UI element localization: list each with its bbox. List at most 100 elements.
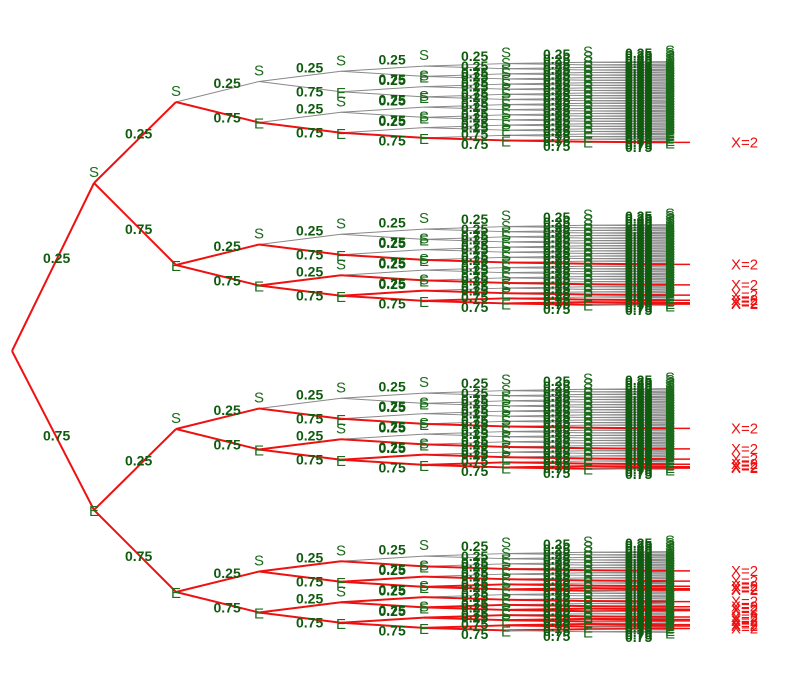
branch-probability-label: 0.25 <box>543 582 570 598</box>
node-label-failure: E <box>665 564 675 581</box>
branch-probability-label: 0.25 <box>543 214 570 230</box>
branch-probability-label: 0.25 <box>543 383 570 399</box>
branch-probability-label: 0.25 <box>543 445 570 461</box>
node-label-failure: E <box>583 620 593 637</box>
branch-probability-label: 0.25 <box>461 447 488 463</box>
tree-edge <box>587 457 671 461</box>
node-label-success: S <box>583 447 593 464</box>
tree-edge <box>505 573 589 576</box>
node-label-failure: E <box>665 79 675 96</box>
branch-probability-label: 0.75 <box>625 294 652 310</box>
leaf-outcome-label: X=2 <box>731 456 758 473</box>
tree-edge <box>587 595 671 597</box>
branch-probability-label: 0.25 <box>461 548 488 564</box>
branch-probability-label: 0.75 <box>625 98 652 114</box>
tree-edge <box>587 460 671 463</box>
branch-probability-label: 0.75 <box>379 71 406 87</box>
tree-edge <box>587 409 671 411</box>
node-label-success: S <box>665 280 675 297</box>
tree-edge <box>423 114 507 118</box>
tree-edge <box>423 63 507 67</box>
branch-probability-label: 0.25 <box>543 378 570 394</box>
tree-edge <box>587 628 671 631</box>
node-label-success: S <box>665 592 675 609</box>
node-label-success: S <box>665 444 675 461</box>
tree-edge <box>423 392 507 397</box>
tree-edge <box>505 614 589 618</box>
branch-probability-label: 0.75 <box>625 78 652 94</box>
tree-edge <box>423 246 507 251</box>
branch-probability-label: 0.75 <box>625 461 652 477</box>
node-label-failure: E <box>665 426 675 443</box>
tree-edge <box>505 231 589 234</box>
branch-probability-label: 0.25 <box>379 276 406 292</box>
leaf-outcome-label: X=2 <box>731 609 758 626</box>
tree-edge <box>587 426 671 430</box>
tree-edge <box>423 585 507 591</box>
node-label-failure: E <box>665 602 675 619</box>
branch-probability-label: 0.75 <box>543 404 570 420</box>
node-label-success: S <box>665 612 675 629</box>
node-label-success: S <box>665 275 675 292</box>
branch-probability-label: 0.25 <box>625 421 652 437</box>
leaf-outcome-label: X=2 <box>731 441 758 458</box>
node-label-failure: E <box>583 226 593 243</box>
node-label-success: S <box>665 221 675 238</box>
branch-probability-label: 0.25 <box>625 602 652 618</box>
node-label-failure: E <box>419 621 429 638</box>
tree-edge <box>423 575 507 581</box>
tree-edge <box>423 93 507 98</box>
tree-edge <box>340 269 425 276</box>
branch-probability-label: 0.75 <box>543 270 570 286</box>
tree-edge <box>423 83 507 88</box>
node-label-success: S <box>583 370 593 387</box>
tree-edge <box>505 78 589 81</box>
tree-edge <box>258 448 342 461</box>
node-label-success: S <box>665 372 675 389</box>
tree-edge <box>423 96 507 100</box>
node-label-failure: E <box>665 584 675 601</box>
branch-probability-label: 0.75 <box>625 621 652 637</box>
branch-probability-label: 0.25 <box>543 61 570 77</box>
node-label-success: S <box>583 595 593 612</box>
branch-probability-label: 0.75 <box>543 388 570 404</box>
node-label-success: S <box>665 257 675 274</box>
node-label-failure: E <box>665 579 675 596</box>
node-label-failure: E <box>665 135 675 152</box>
node-label-failure: E <box>336 412 346 429</box>
node-label-success: S <box>583 222 593 239</box>
branch-probability-label: 0.25 <box>543 102 570 118</box>
node-label-success: S <box>583 559 593 576</box>
node-label-failure: E <box>665 291 675 308</box>
branch-probability-label: 0.25 <box>625 400 652 416</box>
branch-probability-label: 0.75 <box>625 261 652 277</box>
node-label-failure: E <box>419 90 429 107</box>
tree-edge <box>505 287 589 290</box>
branch-probability-label: 0.25 <box>543 235 570 251</box>
leaf-outcome-label: X=2 <box>731 287 758 304</box>
branch-probability-label: 0.25 <box>625 277 652 293</box>
branch-probability-label: 0.25 <box>625 86 652 102</box>
branch-probability-label: 0.75 <box>625 106 652 122</box>
tree-edge <box>587 613 671 615</box>
branch-probability-label: 0.75 <box>461 116 488 132</box>
node-label-failure: E <box>665 385 675 402</box>
branch-probability-label: 0.75 <box>543 561 570 577</box>
node-label-success: S <box>583 391 593 408</box>
branch-probability-label: 0.25 <box>625 223 652 239</box>
node-label-failure: E <box>501 623 511 640</box>
node-label-failure: E <box>665 620 675 637</box>
branch-probability-label: 0.25 <box>543 440 570 456</box>
node-label-failure: E <box>665 432 675 449</box>
node-label-success: S <box>583 432 593 449</box>
tree-edge <box>587 242 671 245</box>
node-label-failure: E <box>665 595 675 612</box>
tree-edge <box>505 451 589 454</box>
branch-probability-label: 0.75 <box>461 463 488 479</box>
branch-probability-label: 0.75 <box>625 580 652 596</box>
node-label-success: S <box>665 398 675 415</box>
branch-probability-label: 0.25 <box>625 48 652 64</box>
tree-edge <box>505 598 589 602</box>
node-label-failure: E <box>665 561 675 578</box>
branch-probability-label: 0.75 <box>625 284 652 300</box>
